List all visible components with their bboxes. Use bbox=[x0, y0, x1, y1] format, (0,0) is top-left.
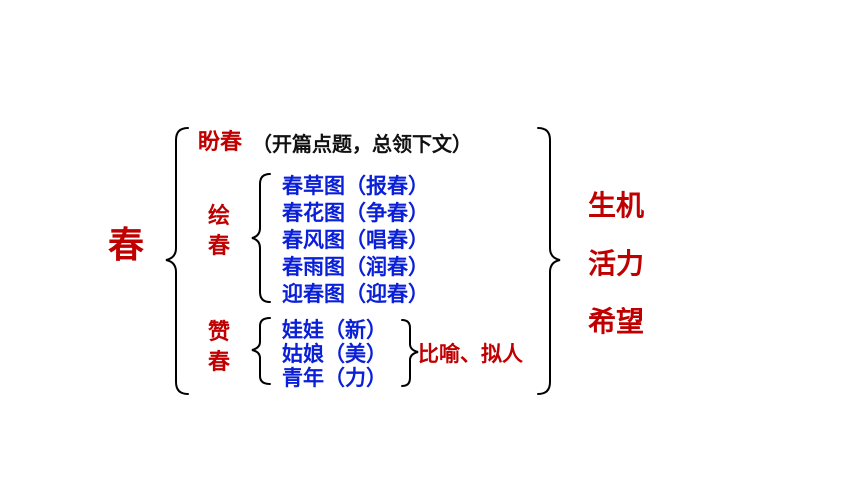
zan-item: 姑娘（美） bbox=[282, 342, 387, 366]
zan-item: 娃娃（新） bbox=[282, 318, 387, 342]
hui-item: 春风图（唱春） bbox=[282, 228, 429, 252]
pan-label: 盼春 bbox=[198, 130, 243, 155]
main-left-brace bbox=[165, 127, 189, 395]
hui-label: 绘春 bbox=[207, 204, 230, 259]
zan-label: 赞春 bbox=[207, 320, 230, 375]
zan-brace bbox=[251, 317, 271, 385]
hui-brace bbox=[251, 173, 271, 303]
root-node: 春 bbox=[108, 225, 145, 266]
zan-item: 青年（力） bbox=[282, 366, 387, 390]
pan-note: （开篇点题，总领下文） bbox=[252, 132, 472, 156]
hui-item: 春雨图（润春） bbox=[282, 255, 429, 279]
hui-item: 春花图（争春） bbox=[282, 201, 429, 225]
summary-item: 生机 bbox=[588, 189, 645, 222]
summary-item: 希望 bbox=[588, 305, 645, 338]
zan-right-brace bbox=[401, 319, 419, 387]
hui-item: 迎春图（迎春） bbox=[282, 282, 429, 306]
hui-item: 春草图（报春） bbox=[282, 174, 429, 198]
technique-label: 比喻、拟人 bbox=[418, 342, 523, 366]
main-right-brace bbox=[537, 127, 561, 395]
summary-item: 活力 bbox=[588, 247, 645, 280]
